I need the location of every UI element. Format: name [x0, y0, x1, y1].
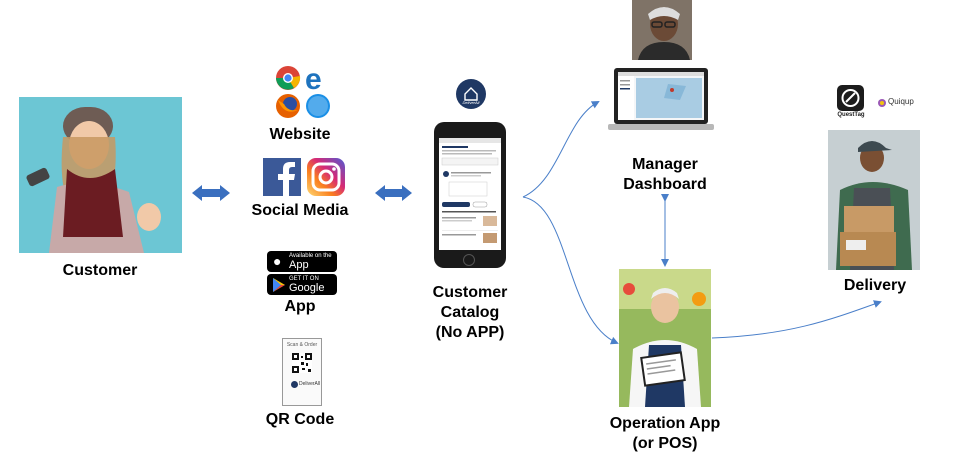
catalog-phone: [434, 122, 506, 268]
quiqup-text: Quiqup: [888, 97, 914, 106]
qr-code-icon: [292, 353, 312, 373]
operation-label: Operation App (or POS): [595, 414, 735, 454]
questtag-logo: QuestTag: [836, 85, 866, 121]
browser-icons: e: [274, 63, 334, 120]
phone-screen: [439, 138, 501, 250]
qr-card: Scan & Order DeliverAll: [282, 338, 322, 406]
customer-label: Customer: [62, 262, 138, 279]
connector-catalog-to-operation: [522, 196, 619, 345]
qr-card-title: Scan & Order: [286, 342, 318, 348]
safari-icon: [306, 94, 330, 118]
catalog-label-line2: Catalog: [440, 304, 500, 321]
manager-label: Manager Dashboard: [605, 155, 725, 195]
social-icons: [263, 158, 345, 196]
bidirectional-arrow-customer: [192, 185, 230, 201]
manager-label-line1: Manager: [632, 156, 698, 173]
quiqup-icon: [878, 99, 886, 107]
manager-laptop: [608, 68, 714, 130]
instagram-icon: [307, 158, 345, 196]
deliverall-logo-text: DeliverAll: [462, 100, 480, 105]
operation-photo: [619, 269, 711, 407]
deliverall-logo: DeliverAll: [456, 79, 486, 109]
qr-card-brand: DeliverAll: [299, 381, 321, 387]
google-play-icon: [273, 278, 285, 292]
delivery-label: Delivery: [843, 277, 907, 294]
manager-label-line2: Dashboard: [623, 176, 707, 193]
questtag-icon: [837, 85, 864, 111]
social-media-label: Social Media: [251, 202, 349, 219]
operation-label-line1: Operation App: [609, 415, 721, 432]
manager-photo: [632, 0, 692, 60]
phone-home-button: [463, 254, 475, 266]
firefox-icon: [276, 94, 300, 118]
app-store-badge-top: Available on the: [289, 253, 332, 259]
connector-catalog-to-manager: [522, 101, 600, 198]
connector-operation-to-delivery: [711, 300, 882, 339]
questtag-text: QuestTag: [837, 112, 865, 118]
facebook-icon: [263, 158, 301, 196]
apple-icon: ●: [273, 253, 282, 269]
house-icon: [464, 87, 478, 101]
catalog-label-line3: (No APP): [435, 324, 505, 341]
google-play-badge[interactable]: GET IT ON Google play: [267, 274, 337, 306]
edge-icon: e: [305, 63, 322, 96]
customer-photo: [19, 97, 182, 253]
catalog-label-line1: Customer: [432, 284, 508, 301]
app-label: App: [284, 298, 316, 315]
quiqup-logo: Quiqup: [877, 97, 917, 109]
website-label: Website: [269, 126, 331, 143]
catalog-label: Customer Catalog (No APP): [410, 283, 530, 343]
operation-label-line2: (or POS): [632, 435, 698, 452]
qr-code-label: QR Code: [265, 411, 335, 428]
google-play-badge-main: Google play: [289, 282, 325, 306]
chrome-icon: [276, 66, 301, 90]
qr-card-logo: [291, 381, 298, 388]
google-play-badge-top: GET IT ON: [289, 276, 319, 282]
bidirectional-arrow-catalog: [375, 185, 412, 201]
app-store-badge[interactable]: ● Available on the App Store: [267, 251, 337, 283]
svg-text:e: e: [305, 64, 322, 96]
delivery-photo: [828, 130, 920, 270]
